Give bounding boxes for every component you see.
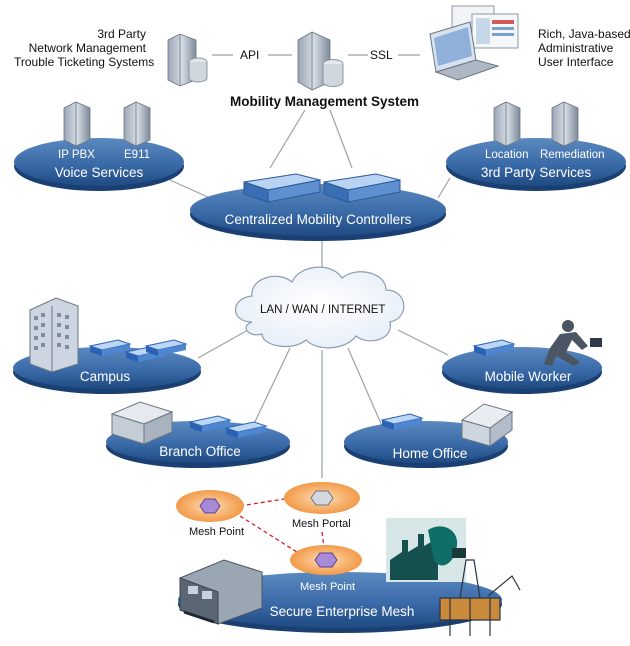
controllers-label: Centralized Mobility Controllers [224,212,412,227]
mesh-links [239,497,325,555]
secure-enterprise-mesh-label: Secure Enterprise Mesh [269,604,415,619]
voice-services-label: Voice Services [54,165,144,180]
admin-ui-line-3: User Interface [538,55,614,69]
thirdparty-platform-shape [446,138,626,191]
third-party-systems-label: 3rd Party Network Management Trouble Tic… [14,27,155,69]
mesh-point-bottom-halo [290,545,362,575]
oil-rig-icon [439,559,521,636]
cloud-to-branch [251,347,291,429]
thirdparty-server-icons [493,101,579,147]
server-icon-center [297,31,344,91]
mms-to-controller-right [329,109,353,169]
laptop-ui-icon [429,5,519,81]
branch-building-icon [110,401,174,445]
controller-appliance-icons [243,173,401,203]
e911-label: E911 [124,149,151,161]
cloud-label: LAN / WAN / INTERNET [260,304,386,316]
admin-ui-line-2: Administrative [538,41,614,55]
location-label: Location [485,149,529,161]
third-party-services-label: 3rd Party Services [480,165,592,180]
train-icon [179,559,263,625]
house-icon [460,403,514,447]
voice-server-icons [63,101,151,147]
cloud-to-mobile [397,329,449,356]
running-worker-icon [544,320,602,366]
admin-ui-line-1: Rich, Java-based [538,27,630,41]
ssl-label: SSL [370,48,393,62]
mesh-point-left-label: Mesh Point [189,526,245,538]
mesh-portal-halo [284,482,360,514]
home-office-label: Home Office [392,446,468,461]
mesh-portal-label: Mesh Portal [292,518,351,530]
mesh-point-left-halo [176,490,244,522]
campus-access-points [88,339,188,362]
mobility-management-title: Mobility Management System [230,94,420,109]
branch-office-label: Branch Office [159,444,241,459]
industrial-scene-icon [386,518,466,582]
thirdparty-to-controllers [437,177,451,199]
mesh-point-bottom-label: Mesh Point [300,581,356,593]
third-party-line-3: Trouble Ticketing Systems [14,55,155,69]
cloud-to-home [347,347,383,427]
remediation-label: Remediation [540,149,605,161]
campus-building-icon [29,297,79,373]
api-label: API [240,48,260,62]
branch-access-points [188,415,268,438]
connector-lines [169,54,451,478]
voice-platform-shape [14,138,184,191]
home-access-point [380,413,424,430]
third-party-line-2: Network Management [28,41,146,55]
ip-pbx-label: IP PBX [58,149,95,161]
server-icon-left [167,33,208,87]
internet-cloud-shape [235,266,405,349]
cloud-to-campus [197,329,249,359]
third-party-line-1: 3rd Party [97,27,146,41]
mobile-worker-label: Mobile Worker [484,369,572,384]
mms-to-controller-left [269,109,306,169]
voice-to-controllers [169,179,211,199]
admin-ui-label: Rich, Java-based Administrative User Int… [538,27,630,69]
mobile-access-point [472,339,516,356]
campus-label: Campus [79,369,131,384]
